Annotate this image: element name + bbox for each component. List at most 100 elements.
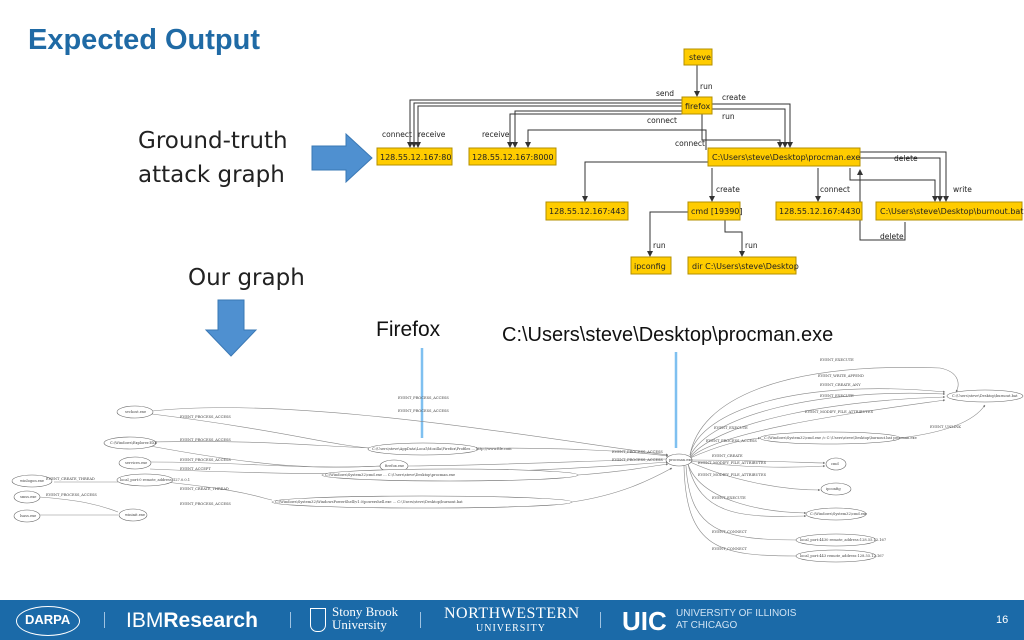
footer-separator — [104, 612, 105, 628]
our-node-svchost: svchost.exe — [125, 410, 146, 414]
stony-brook-line1: Stony Brook — [332, 604, 399, 619]
footer-separator — [420, 612, 421, 628]
edge-label-run-procman: run — [722, 112, 735, 121]
edge-label-connect-80: connect — [382, 130, 412, 139]
edge-label-delete-bottom: delete — [880, 232, 904, 241]
edge-label-receive-80: receive — [418, 130, 446, 139]
node-firefox-label: firefox — [685, 102, 711, 111]
node-cmd-label: cmd [19390] — [691, 207, 743, 216]
ground-truth-edges — [407, 65, 949, 257]
our-node-lsass: lsass.exe — [20, 514, 36, 518]
edge-label-delete-top: delete — [894, 154, 918, 163]
page-number: 16 — [996, 614, 1009, 626]
node-dir-label: dir C:\Users\steve\Desktop — [692, 262, 799, 271]
our-node-procman-hub: procman.exe — [669, 458, 692, 462]
edge-label-connect-4430: connect — [820, 185, 850, 194]
node-burnout: C:\Users\steve\Desktop\burnout.bat — [875, 201, 1023, 221]
node-burnout-label: C:\Users\steve\Desktop\burnout.bat — [880, 207, 1023, 216]
edge-label-receive-8000: receive — [482, 130, 510, 139]
darpa-text: DARPA — [25, 612, 71, 627]
our-node-cmd: cmd — [831, 462, 839, 466]
northwestern-line1: NORTHWESTERN — [444, 605, 580, 622]
footer-separator — [290, 612, 291, 628]
our-node-powershell: C:\Windows\System32\WindowsPowerShell\v1… — [275, 500, 463, 504]
our-edge-label: EVENT_PROCESS_ACCESS — [180, 438, 231, 442]
our-node-winlogon: winlogon.exe — [20, 479, 44, 483]
our-edge-label: EVENT_PROCESS_ACCESS — [398, 409, 449, 413]
node-ip443-label: 128.55.12.167:443 — [549, 207, 626, 216]
our-node-smss: smss.exe — [20, 495, 36, 499]
node-ip4430-label: 128.55.12.167:4430 — [779, 207, 861, 216]
ground-truth-edge-labels: run send create run connect connect rece… — [382, 82, 972, 250]
our-node-port4430: local_port:4430 remote_address:128.55.12… — [800, 538, 887, 542]
our-edge-label: EVENT_MODIFY_FILE_ATTRIBUTES — [698, 461, 767, 465]
node-procman: C:\Users\steve\Desktop\procman.exe — [707, 147, 861, 167]
our-node-port443: local_port:443 remote_address:128.55.12.… — [800, 554, 885, 558]
northwestern-line2: UNIVERSITY — [476, 623, 546, 634]
our-edge-label: EVENT_CREATE — [712, 454, 743, 458]
our-edge-label: EVENT_CONNECT — [712, 547, 748, 551]
edge-label-connect-top: connect — [647, 116, 677, 125]
our-edge-label: EVENT_EXECUTE — [820, 394, 854, 398]
our-node-ipconfig: ipconfig — [826, 487, 841, 491]
right-arrow-shape — [311, 132, 373, 184]
our-edge-label: EVENT_CREATE_THREAD — [46, 477, 95, 481]
our-node-burnout: C:\Users\steve\Desktop\burnout.bat — [952, 394, 1018, 398]
our-node-cmd-procman: C:\Windows\System32\cmd.exe ... C:\Users… — [325, 473, 455, 477]
our-edge-label: EVENT_PROCESS_ACCESS — [46, 493, 97, 497]
our-graph-edge-labels: EVENT_EXECUTE EVENT_WRITE_APPEND EVENT_C… — [46, 358, 961, 551]
stony-brook-line2: University — [332, 617, 387, 632]
edge-label-steve-run: run — [700, 82, 713, 91]
our-edge-label: EVENT_WRITE_APPEND — [818, 374, 864, 378]
firefox-label: Firefox — [376, 318, 441, 341]
node-ip80-label: 128.55.12.167:80 — [380, 153, 451, 162]
our-edge-label: EVENT_PROCESS_ACCESS — [398, 396, 449, 400]
our-edge-label: EVENT_EXECUTE — [820, 358, 854, 362]
our-node-services: services.exe — [125, 461, 147, 465]
our-graph: svchost.exe C:\Windows\Explorer.EXE serv… — [11, 358, 1024, 563]
our-edge-label: EVENT_CONNECT — [712, 530, 748, 534]
our-edge-label: EVENT_PROCESS_ACCESS — [180, 415, 231, 419]
darpa-logo — [16, 606, 80, 636]
our-edge-label: EVENT_PROCESS_ACCESS — [612, 458, 663, 462]
footer-bar: DARPA IBMResearch Stony Brook University… — [0, 600, 1024, 640]
edge-label-write: write — [953, 185, 972, 194]
footer-separator — [600, 612, 601, 628]
node-firefox: firefox — [681, 96, 713, 115]
our-edge-label: EVENT_MODIFY_FILE_ATTRIBUTES — [698, 473, 767, 477]
our-edge-label: EVENT_CREATE_ANY — [820, 383, 861, 387]
ground-truth-label-line1: Ground-truth — [138, 128, 288, 154]
our-node-firefox-profile: C:\Users\steve\AppData\Local\Mozilla\Fir… — [372, 447, 512, 451]
our-edge-label: EVENT_PROCESS_ACCESS — [180, 458, 231, 462]
stony-brook-shield-icon — [310, 608, 326, 632]
our-edge-label: EVENT_PROCESS_ACCESS — [706, 439, 757, 443]
our-edge-label: EVENT_PROCESS_ACCESS — [612, 450, 663, 454]
our-edge-label: EVENT_PROCESS_ACCESS — [180, 502, 231, 506]
northwestern-logo: NORTHWESTERN UNIVERSITY — [444, 605, 580, 634]
our-node-explorer: C:\Windows\Explorer.EXE — [110, 441, 158, 445]
our-edge-label: EVENT_EXECUTE — [714, 426, 748, 430]
node-ip8000-label: 128.55.12.167:8000 — [472, 153, 554, 162]
stony-brook-logo: Stony Brook University — [332, 605, 398, 631]
our-edge-label: EVENT_MODIFY_FILE_ATTRIBUTES — [805, 410, 874, 414]
uic-line2: AT CHICAGO — [676, 620, 738, 631]
node-procman-label: C:\Users\steve\Desktop\procman.exe — [712, 153, 860, 162]
down-arrow-shape — [204, 299, 258, 357]
slide-title: Expected Output — [28, 24, 261, 56]
node-ip8000: 128.55.12.167:8000 — [468, 147, 557, 166]
node-ip80: 128.55.12.167:80 — [376, 147, 453, 166]
procman-label: C:\Users\steve\Desktop\procman.exe — [502, 324, 834, 346]
edge-label-run-dir: run — [745, 241, 758, 250]
uic-line1: UNIVERSITY OF ILLINOIS — [676, 608, 797, 619]
research-text: Research — [163, 609, 258, 632]
our-edge-label: EVENT_CREATE_THREAD — [180, 487, 229, 491]
ibm-text: IBM — [126, 609, 164, 632]
node-ipconfig-label: ipconfig — [634, 262, 666, 271]
node-steve-label: steve — [689, 53, 711, 62]
edge-label-create-cmd: create — [716, 185, 740, 194]
node-ipconfig: ipconfig — [630, 256, 672, 275]
our-graph-edges — [38, 367, 986, 558]
our-edge-label: EVENT_ACCEPT — [180, 467, 211, 471]
edge-label-send: send — [656, 89, 674, 98]
